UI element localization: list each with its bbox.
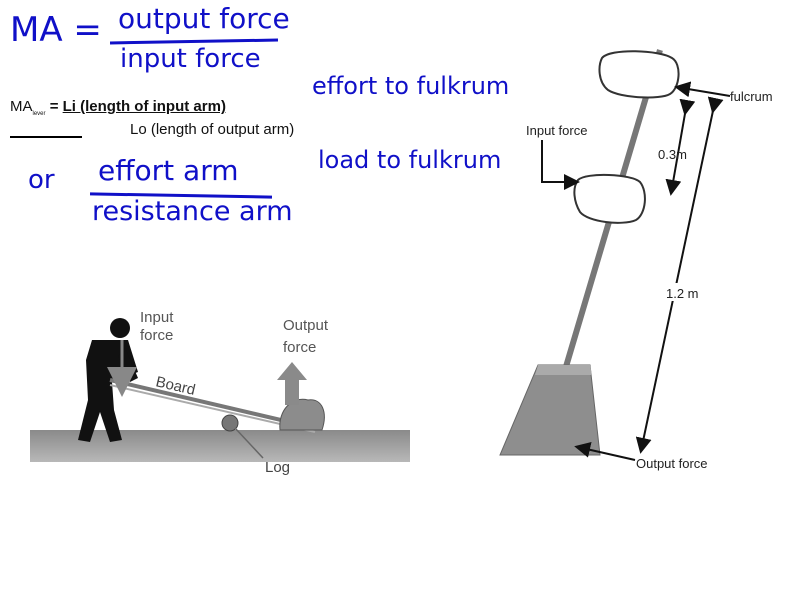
output-force-pointer xyxy=(574,441,636,461)
handwritten-denominator: input force xyxy=(120,44,261,74)
handwritten-load-note: load to fulkrum xyxy=(318,146,502,174)
input-force-label: Input force xyxy=(526,123,587,138)
formula-equals: = xyxy=(49,98,59,115)
formula-numerator: Li (length of input arm) xyxy=(62,98,226,115)
ground xyxy=(30,430,410,462)
rock xyxy=(279,398,325,431)
handwritten-ma-label: MA = xyxy=(10,10,102,50)
handwritten-or: or xyxy=(28,165,55,195)
output-force-label: Output force xyxy=(636,456,708,471)
input-force-label-line1: Input xyxy=(140,309,174,326)
short-arm-label: 0.3m xyxy=(658,147,687,162)
broom-bristles xyxy=(499,364,601,456)
long-arm-label: 1.2 m xyxy=(666,286,699,301)
formula-ma-subscript: lever xyxy=(32,111,46,117)
log xyxy=(221,414,239,432)
output-force-label-line2: force xyxy=(283,339,316,356)
output-force-label-line1: Output xyxy=(283,317,329,334)
typed-formula: MAlever = Li (length of input arm) xyxy=(10,98,226,117)
middle-hand xyxy=(573,173,646,224)
formula-ma: MA xyxy=(10,98,33,115)
broom-lever-figure: fulcrum Input force 0.3m 1.2 m Output fo… xyxy=(499,49,773,471)
person-silhouette xyxy=(78,318,138,442)
handwritten-effort-arm: effort arm xyxy=(98,154,239,187)
input-force-label-line2: force xyxy=(140,327,173,344)
fulcrum-pointer xyxy=(674,81,731,98)
formula-denominator: Lo (length of output arm) xyxy=(130,121,295,138)
output-force-arrow xyxy=(277,362,307,405)
log-label: Log xyxy=(265,459,290,476)
handwritten-resistance-arm: resistance arm xyxy=(92,196,293,227)
handwritten-effort-note: effort to fulkrum xyxy=(312,72,510,100)
log-lever-figure: Input force Output force Board Log xyxy=(30,309,410,476)
input-force-pointer xyxy=(541,140,580,190)
typed-fraction-bar xyxy=(10,136,82,138)
handwritten-numerator: output force xyxy=(118,2,290,35)
long-arm-dimension xyxy=(635,96,724,454)
fulcrum-label: fulcrum xyxy=(730,89,773,104)
top-hand xyxy=(598,50,680,99)
